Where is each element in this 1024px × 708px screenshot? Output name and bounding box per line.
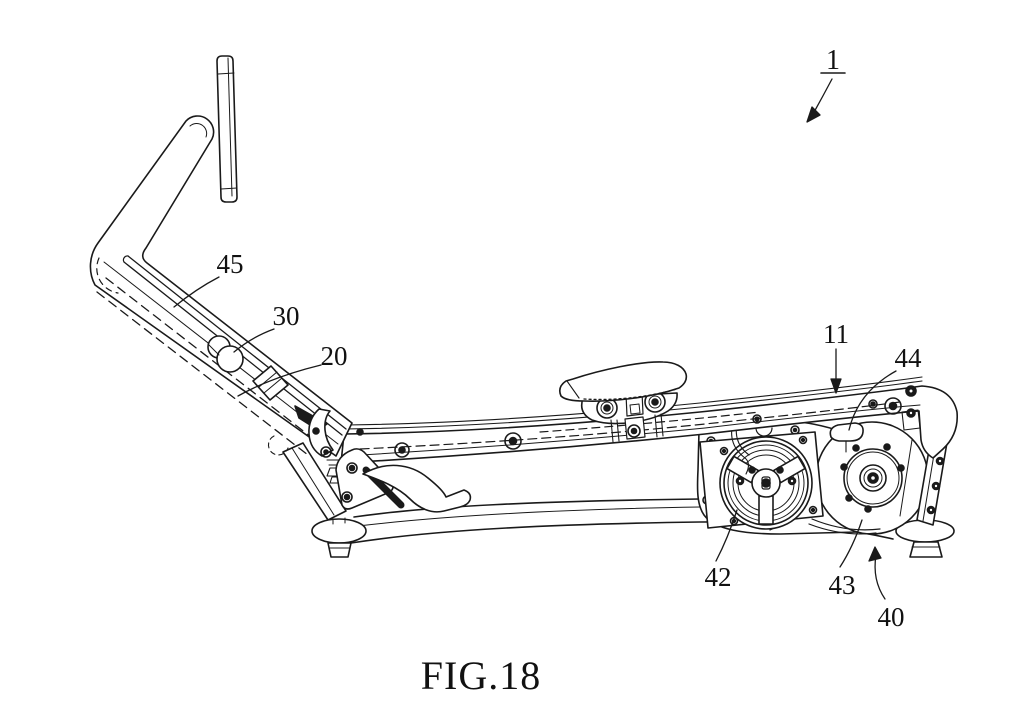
ref-numeral-44: 44 <box>895 343 923 373</box>
ref-numeral-45: 45 <box>217 249 244 279</box>
rear-foot <box>895 519 955 558</box>
ref-numeral-40: 40 <box>878 602 905 632</box>
seat-assembly <box>559 361 688 443</box>
leader-30 <box>233 328 275 353</box>
leader-45 <box>173 276 220 308</box>
front-strut <box>282 442 347 521</box>
seat-rail <box>343 380 923 430</box>
main-beam <box>340 376 959 464</box>
figure-caption: FIG.18 <box>421 653 541 698</box>
handlebar-grip <box>216 55 238 203</box>
roller <box>207 335 244 373</box>
leader-20 <box>237 364 322 397</box>
front-foot <box>311 517 367 558</box>
ref-numeral-11: 11 <box>823 319 849 349</box>
swing-arm <box>89 115 353 457</box>
flywheel <box>815 421 929 535</box>
leader-43 <box>839 519 863 568</box>
ref-numeral-30: 30 <box>273 301 300 331</box>
belt-bracket <box>829 422 864 453</box>
ref-numeral-1: 1 <box>826 45 840 76</box>
leader-1 <box>812 78 833 115</box>
arrowhead-40 <box>868 546 882 562</box>
junction-bracket <box>308 408 346 484</box>
ref-numeral-20: 20 <box>321 341 348 371</box>
ref-numeral-42: 42 <box>705 562 732 592</box>
arrowhead-11 <box>830 378 842 394</box>
pedal <box>362 464 472 513</box>
ref-numeral-43: 43 <box>829 570 856 600</box>
saddle <box>559 361 688 402</box>
leader-44 <box>848 370 897 431</box>
arrowhead-1 <box>806 106 821 123</box>
pulley-spokes <box>726 455 806 525</box>
leader-lines <box>173 72 897 600</box>
handlebar <box>216 55 238 203</box>
leader-40 <box>874 554 886 600</box>
drive-pulley <box>719 436 813 530</box>
pedal-bracket <box>335 448 394 510</box>
leader-42 <box>715 509 738 562</box>
